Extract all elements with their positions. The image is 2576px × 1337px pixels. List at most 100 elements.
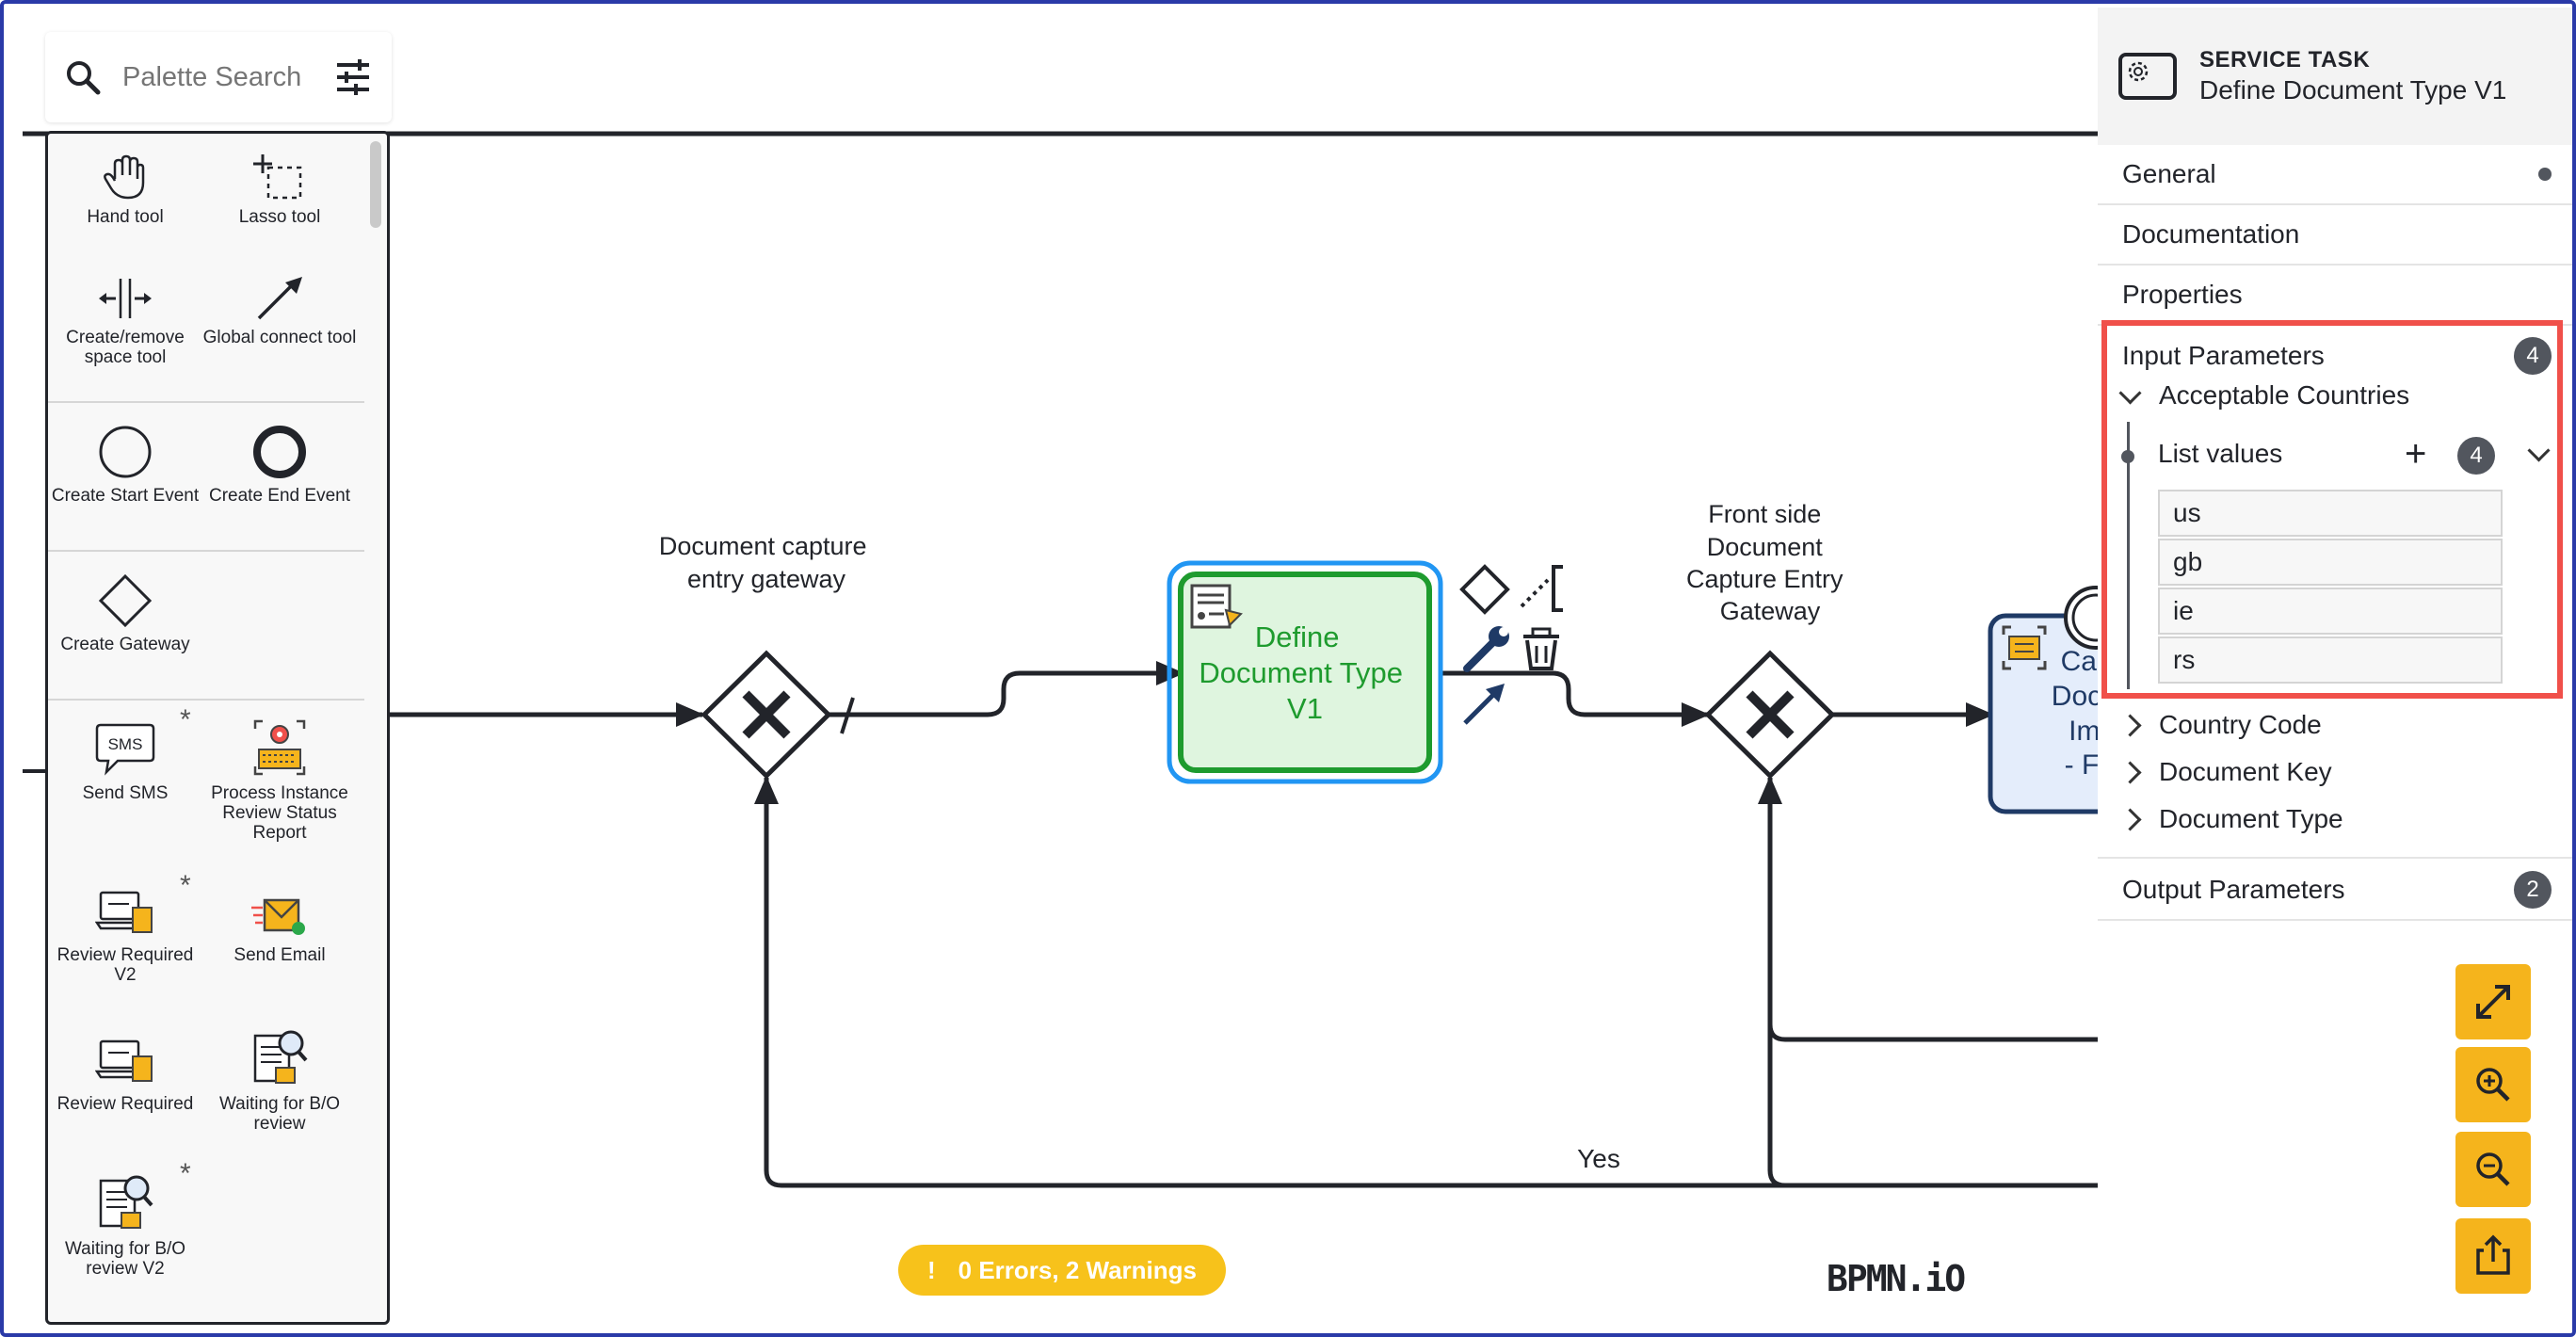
group-documentation[interactable]: Documentation bbox=[2098, 205, 2572, 266]
flow-label-yes[interactable]: Yes bbox=[1577, 1144, 1620, 1173]
palette-entry-label: Create Gateway bbox=[60, 635, 190, 654]
search-icon bbox=[67, 61, 101, 95]
list-count-badge: 4 bbox=[2457, 437, 2495, 475]
hand-icon bbox=[104, 154, 145, 200]
palette-entry-send-email[interactable]: Send Email bbox=[202, 887, 357, 965]
fullscreen-button[interactable] bbox=[2455, 964, 2531, 1039]
param-label: Document Type bbox=[2159, 804, 2343, 833]
zoom-in-button[interactable] bbox=[2455, 1047, 2531, 1122]
list-values-row: List values + 4 bbox=[2158, 433, 2553, 475]
palette-entry-label: Waiting for B/O review V2 bbox=[64, 1239, 186, 1279]
group-output-parameters[interactable]: Output Parameters 2 bbox=[2098, 861, 2572, 921]
element-name: Define Document Type V1 bbox=[2199, 75, 2507, 105]
svg-text:Define Document Type: Define Document Type V1 bbox=[1199, 620, 1410, 725]
flow-loop-to-gateway2[interactable] bbox=[1758, 776, 2098, 1042]
palette-search-input[interactable] bbox=[121, 60, 313, 94]
append-text-annotation-icon[interactable] bbox=[1520, 565, 1563, 612]
end-event-icon bbox=[253, 426, 306, 478]
palette-entry-label: Hand tool bbox=[87, 207, 164, 227]
param-country-code[interactable]: Country Code bbox=[2118, 710, 2322, 740]
palette-entry-send-sms[interactable]: SMS Send SMS bbox=[48, 721, 202, 803]
template-marker-star: * bbox=[180, 870, 191, 901]
wrench-icon[interactable] bbox=[1463, 626, 1509, 672]
bpmn-io-logo[interactable]: BPMN.iO bbox=[1827, 1258, 1966, 1299]
email-icon bbox=[251, 898, 305, 935]
chevron-right-icon bbox=[2118, 713, 2142, 737]
palette-entry-lasso-tool[interactable]: Lasso tool bbox=[202, 153, 357, 227]
template-marker-star: * bbox=[180, 1158, 191, 1189]
laptop-document-icon bbox=[95, 1039, 153, 1082]
magnifier-document-icon bbox=[99, 1175, 153, 1229]
expand-icon bbox=[2476, 985, 2510, 1019]
palette-entry-gateway[interactable]: Create Gateway bbox=[48, 572, 202, 654]
default-flow-marker bbox=[840, 697, 855, 734]
gateway-icon bbox=[98, 573, 153, 628]
palette-entry-waiting-bo-review-v2[interactable]: Waiting for B/O review V2 bbox=[48, 1171, 202, 1279]
palette-entry-global-connect[interactable]: Global connect tool bbox=[202, 275, 357, 347]
append-gateway-icon[interactable] bbox=[1459, 564, 1510, 615]
report-icon bbox=[253, 719, 306, 776]
palette-entry-start-event[interactable]: Create Start Event bbox=[48, 424, 202, 506]
sms-icon: SMS bbox=[95, 723, 155, 776]
param-document-key[interactable]: Document Key bbox=[2118, 757, 2332, 787]
group-label: Input Parameters bbox=[2122, 341, 2325, 370]
list-item[interactable]: us bbox=[2158, 490, 2503, 537]
palette-entry-hand-tool[interactable]: Hand tool bbox=[48, 153, 202, 227]
list-item[interactable]: gb bbox=[2158, 539, 2503, 586]
chevron-down-icon[interactable] bbox=[2527, 439, 2551, 462]
group-label: Output Parameters bbox=[2122, 875, 2345, 904]
flow-loop-yes[interactable] bbox=[754, 776, 2098, 1188]
palette-entry-review-required-v2[interactable]: Review Required V2 bbox=[48, 887, 202, 985]
zoom-out-icon bbox=[2476, 1152, 2510, 1186]
chevron-right-icon bbox=[2118, 760, 2142, 784]
palette-entry-label: Waiting for B/O review bbox=[218, 1094, 341, 1134]
zoom-out-button[interactable] bbox=[2455, 1132, 2531, 1207]
palette-entry-label: Global connect tool bbox=[202, 328, 357, 347]
chevron-right-icon bbox=[2118, 807, 2142, 831]
divider bbox=[2098, 857, 2572, 859]
palette-entry-end-event[interactable]: Create End Event bbox=[202, 424, 357, 506]
lasso-icon bbox=[253, 154, 302, 200]
flow-task-to-gateway2[interactable] bbox=[1439, 670, 1710, 727]
group-general[interactable]: General bbox=[2098, 145, 2572, 205]
palette-entry-label: Create/remove space tool bbox=[66, 328, 185, 367]
group-properties[interactable]: Properties bbox=[2098, 266, 2572, 326]
list-item[interactable]: rs bbox=[2158, 636, 2503, 684]
start-event-icon bbox=[99, 426, 152, 478]
space-tool-icon bbox=[99, 279, 152, 318]
linting-status-button[interactable]: ! 0 Errors, 2 Warnings bbox=[898, 1245, 1226, 1296]
add-icon[interactable]: + bbox=[2405, 433, 2427, 475]
flow-gateway1-to-task[interactable] bbox=[829, 661, 1184, 717]
share-icon bbox=[2476, 1234, 2510, 1275]
group-label: Documentation bbox=[2122, 219, 2300, 249]
id-card-icon bbox=[2002, 625, 2047, 670]
palette-entry-review-required[interactable]: Review Required bbox=[48, 1036, 202, 1114]
trash-icon[interactable] bbox=[1523, 627, 1559, 670]
connect-arrow-icon bbox=[257, 277, 302, 320]
task-define-document-type[interactable]: Define Document Type V1 bbox=[1167, 560, 1443, 784]
magnifier-document-icon bbox=[253, 1030, 308, 1084]
export-button[interactable] bbox=[2455, 1218, 2531, 1294]
palette-scrollbar[interactable] bbox=[370, 141, 381, 228]
document-card-icon bbox=[1190, 584, 1243, 629]
tree-line bbox=[2127, 422, 2130, 689]
sliders-icon[interactable] bbox=[333, 57, 373, 97]
exclusive-gateway-1[interactable] bbox=[700, 650, 832, 780]
status-text: 0 Errors, 2 Warnings bbox=[958, 1255, 1197, 1284]
param-document-type[interactable]: Document Type bbox=[2118, 804, 2343, 834]
connect-arrow-icon[interactable] bbox=[1463, 684, 1505, 725]
palette-entry-space-tool[interactable]: Create/remove space tool bbox=[48, 275, 202, 367]
group-input-parameters[interactable]: Input Parameters 4 bbox=[2098, 326, 2572, 386]
palette-entry-label: Review Required V2 bbox=[56, 945, 194, 985]
list-item[interactable]: ie bbox=[2158, 588, 2503, 635]
palette-entry-waiting-bo-review[interactable]: Waiting for B/O review bbox=[202, 1026, 357, 1134]
palette-entry-label: Lasso tool bbox=[238, 207, 321, 227]
exclusive-gateway-2[interactable] bbox=[1704, 650, 1836, 780]
param-acceptable-countries[interactable]: Acceptable Countries bbox=[2118, 380, 2409, 411]
palette-entry-process-report[interactable]: Process Instance Review Status Report bbox=[202, 717, 357, 843]
zoom-in-icon bbox=[2476, 1068, 2510, 1102]
gateway1-label: Document capture entry gateway bbox=[659, 532, 874, 593]
param-label: Country Code bbox=[2159, 710, 2322, 739]
palette-entry-label: Create Start Event bbox=[51, 486, 200, 506]
